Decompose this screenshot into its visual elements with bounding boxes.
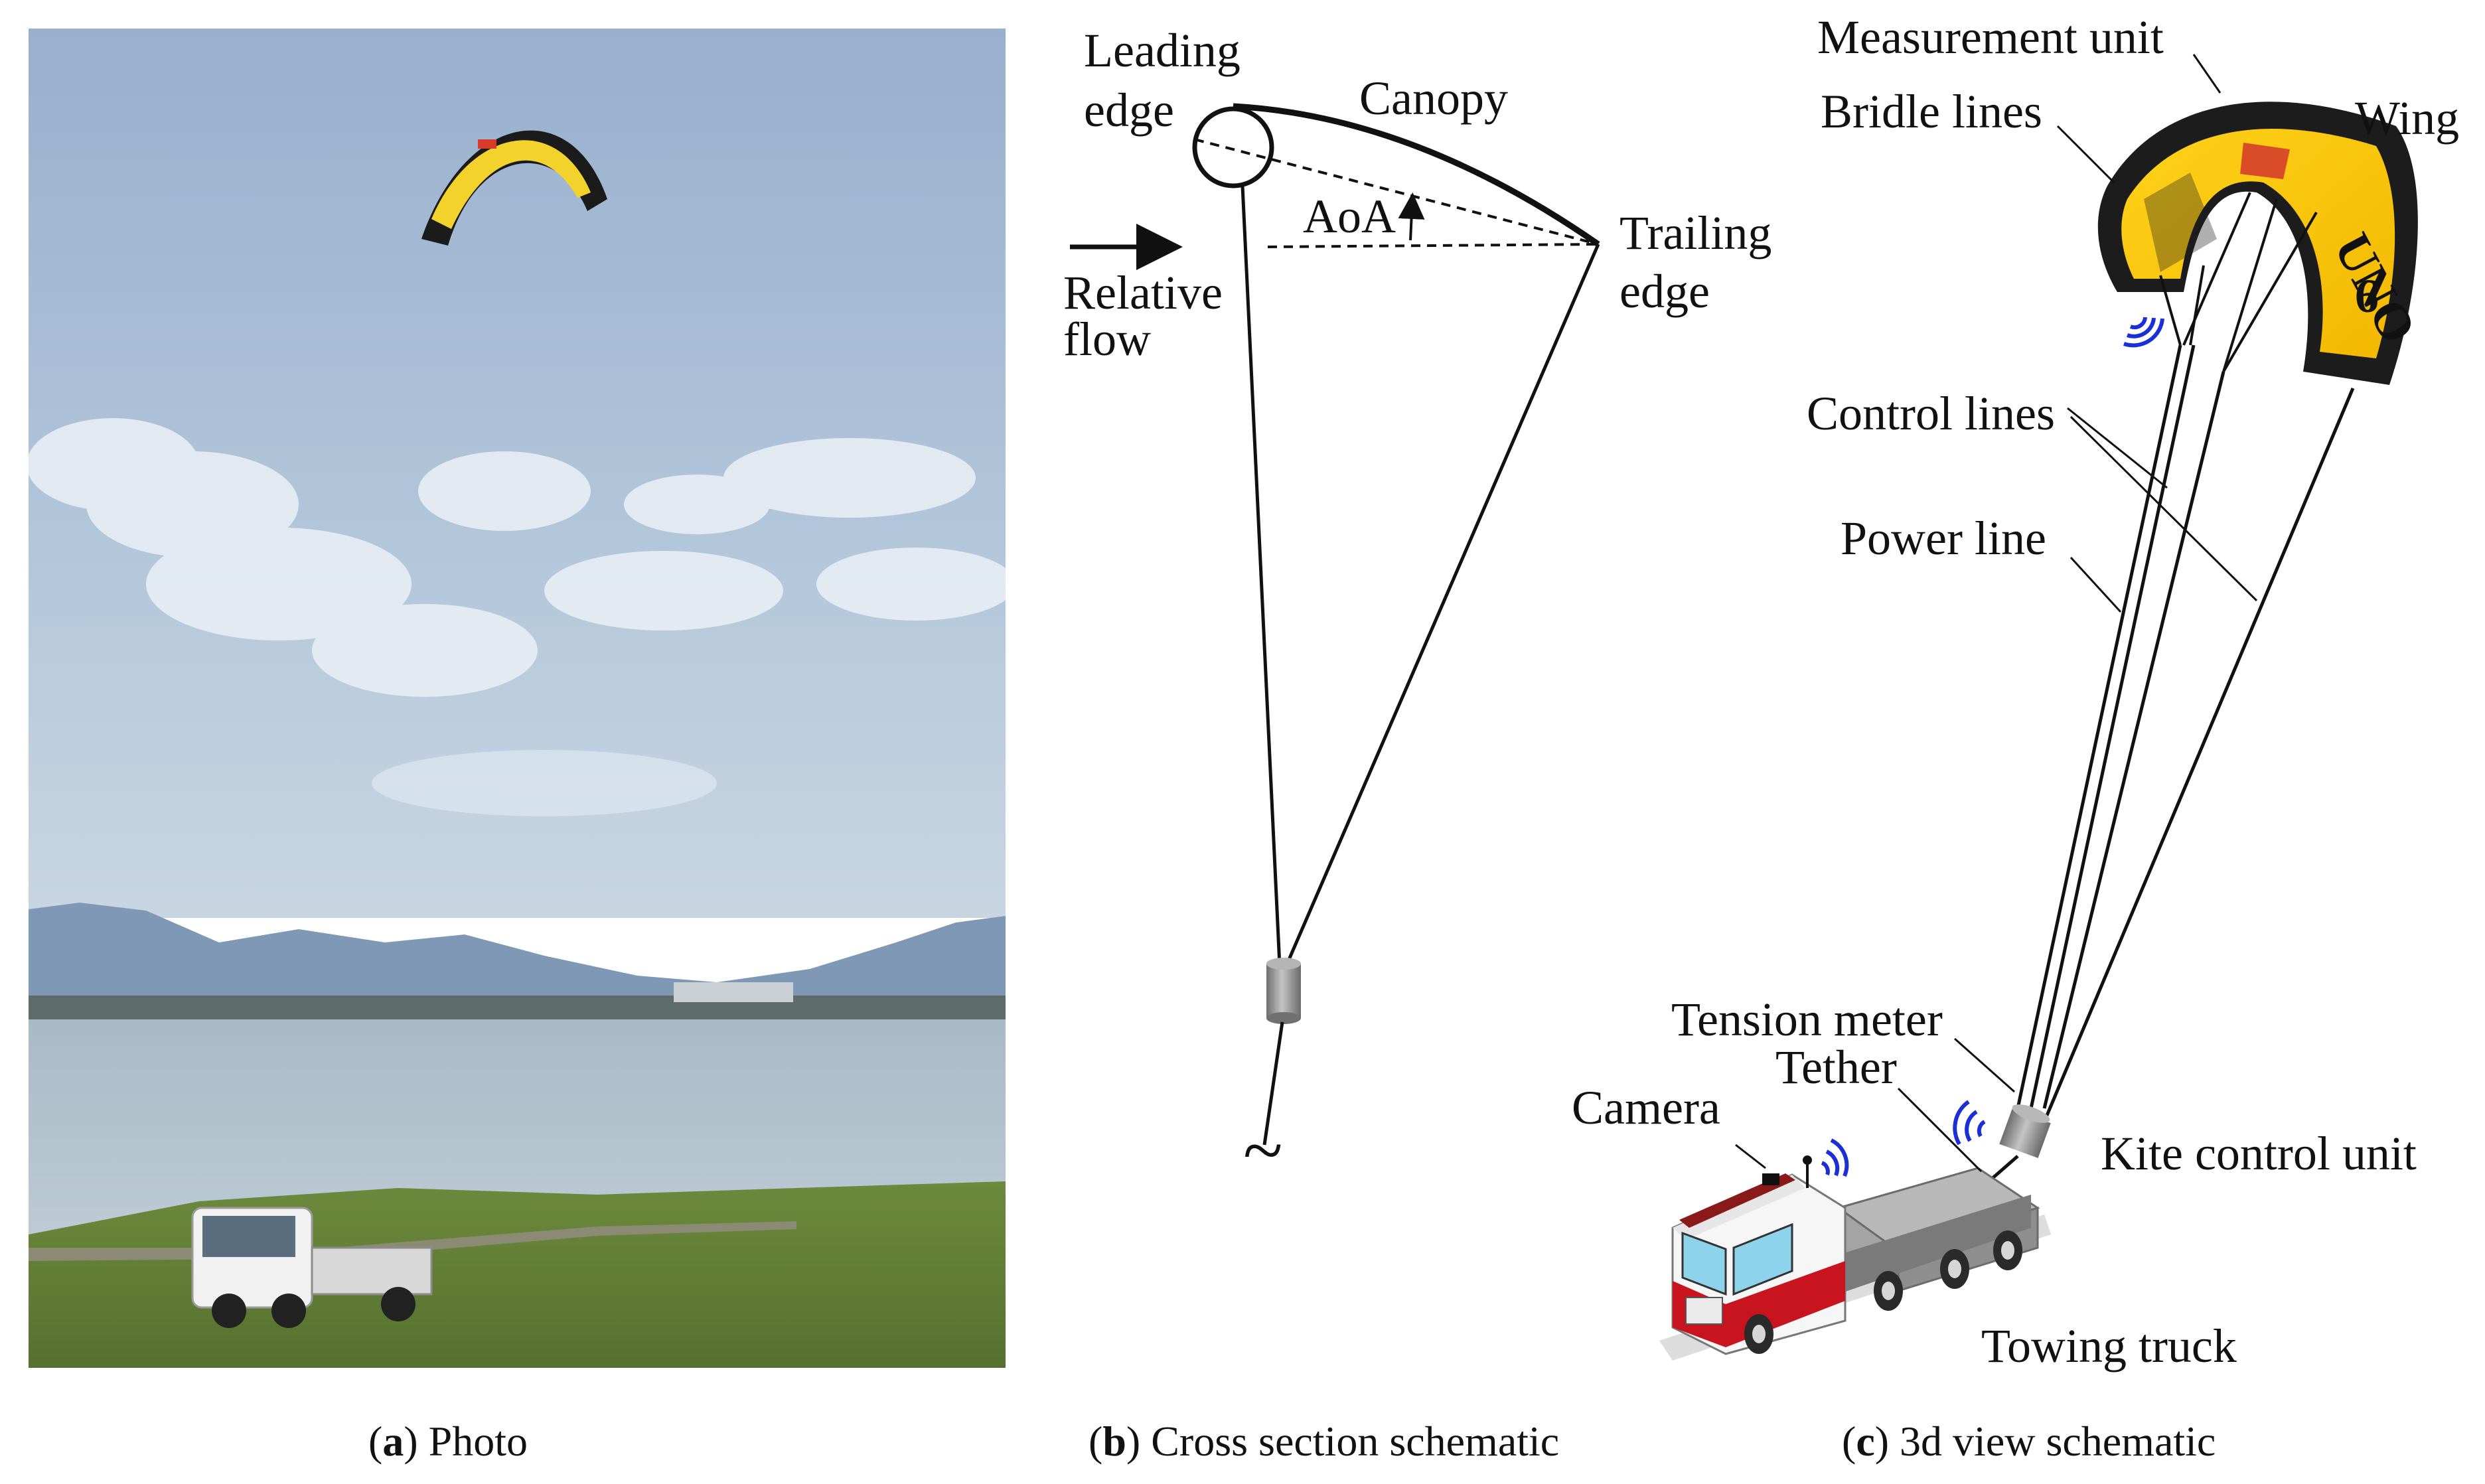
svg-text:(b) Cross section schematic: (b) Cross section schematic [1089,1418,1559,1465]
tether-line [1262,1021,1284,1146]
panel-b-labels: Leading edge Canopy AoA Trailing edge Re… [1063,24,1771,1191]
caption-c-letter: c [1856,1418,1874,1465]
panel-c-3d-view: UNO 6 [1659,54,2428,1361]
wing-signal-icon [2123,317,2164,348]
panel-a-photo [29,29,1006,1368]
kite-lines [2016,344,2355,1122]
ground-tilde: ~ [1243,1110,1283,1191]
chord-line [1194,138,1599,246]
far-building [674,982,793,1002]
label-relative-flow-1: Relative [1063,266,1223,319]
label-power-line: Power line [1841,512,2046,565]
label-trailing-edge-1: Trailing [1619,206,1771,260]
grass-bank [29,1181,1006,1368]
caption-b-letter: b [1102,1418,1126,1465]
label-towing-truck: Towing truck [1981,1319,2237,1373]
truck-signal-icon [1821,1138,1849,1177]
caption-c: (c) 3d view schematic [1842,1418,2216,1465]
label-trailing-edge-2: edge [1619,265,1710,318]
caption-a: (a) Photo [368,1418,528,1465]
far-shore [29,996,1006,1021]
caption-a-letter: a [382,1418,404,1465]
label-wing: Wing [2355,92,2459,145]
photo-truck [191,1207,433,1328]
label-control-lines: Control lines [1807,387,2055,440]
label-measurement-unit: Measurement unit [1817,11,2164,64]
label-leading-edge-2: edge [1084,84,1174,137]
panel-b-cross-section [1070,103,1600,1146]
bridle-lines [2159,192,2318,373]
roof-camera [1762,1173,1779,1185]
label-bridle-lines: Bridle lines [1821,85,2042,138]
towing-truck [1659,1155,2051,1361]
leader-lines [1735,54,2258,1173]
svg-text:(c) 3d view schematic: (c) 3d view schematic [1842,1418,2216,1465]
caption-a-text: Photo [429,1418,528,1465]
aoa-arrow [1398,192,1425,241]
wing: UNO 6 [2097,102,2428,385]
caption-b-text: Cross section schematic [1151,1418,1559,1465]
label-tether: Tether [1775,1041,1897,1094]
label-canopy: Canopy [1359,72,1508,125]
front-line [1241,185,1282,966]
label-kite-control-unit: Kite control unit [2101,1127,2417,1180]
caption-b: (b) Cross section schematic [1089,1418,1559,1465]
label-relative-flow-2: flow [1063,313,1151,366]
tension-cylinder [1266,958,1301,1024]
rear-line [1284,244,1600,966]
leading-edge-circle [1192,106,1274,188]
label-tension-meter: Tension meter [1671,993,1943,1046]
svg-text:(a) Photo: (a) Photo [368,1418,528,1465]
tension-signal-icon [1953,1100,1986,1146]
tension-meter [1999,1104,2051,1158]
panel-c-labels: Measurement unit Bridle lines Wing Contr… [1572,11,2459,1373]
caption-c-text: 3d view schematic [1900,1418,2216,1465]
label-leading-edge-1: Leading [1084,24,1241,77]
horizontal-reference [1267,243,1599,248]
clouds [29,418,1006,816]
photo-kite [421,130,607,246]
label-camera: Camera [1572,1081,1720,1134]
canopy-outline [1233,103,1600,247]
wing-size: 6 [2355,269,2379,323]
label-aoa: AoA [1303,190,1396,243]
